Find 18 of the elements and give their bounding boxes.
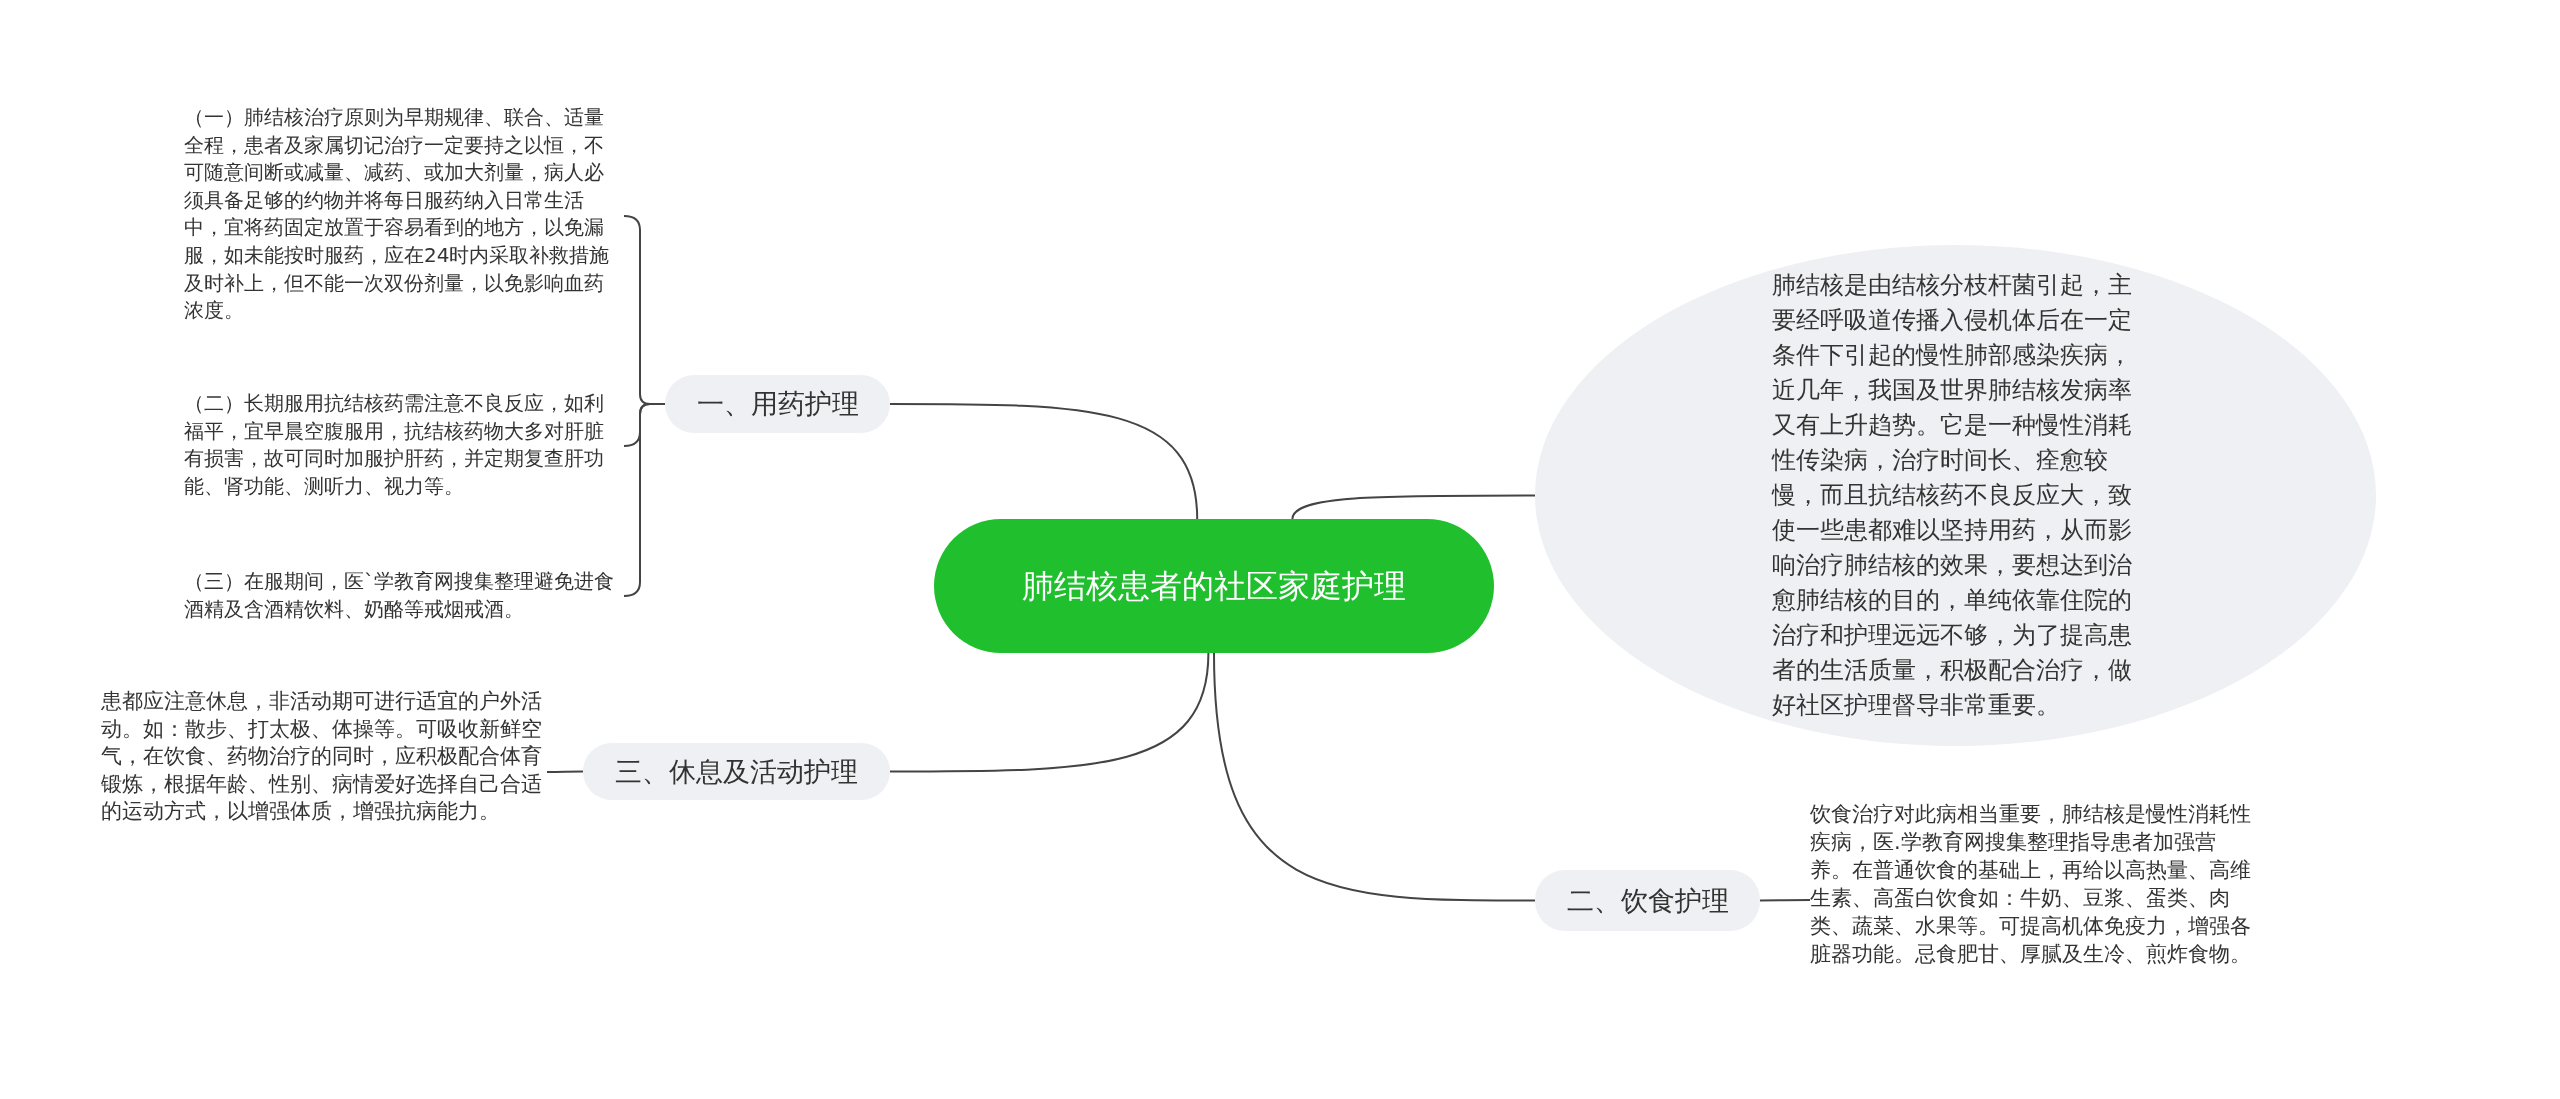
connector-line <box>1213 652 1536 902</box>
note-text: （三）在服期间，医`学教育网搜集整理避免进食酒精及含酒精饮料、奶酪等戒烟戒酒。 <box>184 568 620 624</box>
branch-topic-label: 三、休息及活动护理 <box>615 754 858 789</box>
central-topic-label: 肺结核患者的社区家庭护理 <box>1022 566 1406 607</box>
connector-line <box>1291 494 1536 520</box>
branch-topic-pill <box>583 743 890 800</box>
connector-line <box>623 403 666 597</box>
connector-line <box>546 770 584 773</box>
note-text: （一）肺结核治疗原则为早期规律、联合、适量全程，患者及家属切记治疗一定要持之以恒，不可随意间断或减量、减药、或加大剂量，病人必须具备足够的约物并将每日服药纳入日常生活中，宜将药固定放置于容易看到的地方，以免漏服，如未能按时服药，应在24时内采取补救措施及时补上，但不能一次双份剂量，以免影响血药浓度。 <box>184 104 620 325</box>
branch-topic-label: 二、饮食护理 <box>1566 883 1729 918</box>
note-text: 患都应注意休息，非活动期可进行适宜的户外活动。如：散步、打太极、体操等。可吸收新鲜空气，在饮食、药物治疗的同时，应积极配合体育锻炼，根据年龄、性别、病情爱好选择自己合适的运动方式，以增强体质，增强抗病能力。 <box>101 688 547 826</box>
note-text: （二）长期服用抗结核药需注意不良反应，如利福平，宜早晨空腹服用，抗结核药物大多对肝脏有损害，故可同时加服护肝药，并定期复查肝功能、肾功能、测听力、视力等。 <box>184 390 620 501</box>
branch-topic-label: 一、用药护理 <box>696 387 859 421</box>
connector-line <box>889 403 1199 520</box>
connector-line <box>1759 899 1811 902</box>
note-text: 饮食治疗对此病相当重要，肺结核是慢性消耗性疾病，医.学教育网搜集整理指导患者加强营养。在普通饮食的基础上，再给以高热量、高维生素、高蛋白饮食如：牛奶、豆浆、蛋类、肉类、蔬菜、水果等。可提高机体免疫力，增强各脏器功能。忌食肥甘、厚腻及生冷、煎炸食物。 <box>1810 800 2256 968</box>
connector-line <box>889 652 1210 773</box>
summary-text: 肺结核是由结核分枝杆菌引起，主要经呼吸道传播入侵机体后在一定条件下引起的慢性肺部感染疾病，近几年，我国及世界肺结核发病率又有上升趋势。它是一种慢性消耗性传染病，治疗时间长、痊愈较慢，而且抗结核药不良反应大，致使一些患都难以坚持用药，从而影响治疗肺结核的效果，要想达到治愈肺结核的目的，单纯依靠住院的治疗和护理远远不够，为了提高患者的生活质量，积极配合治疗，做好社区护理督导非常重要。 <box>1771 270 2133 721</box>
